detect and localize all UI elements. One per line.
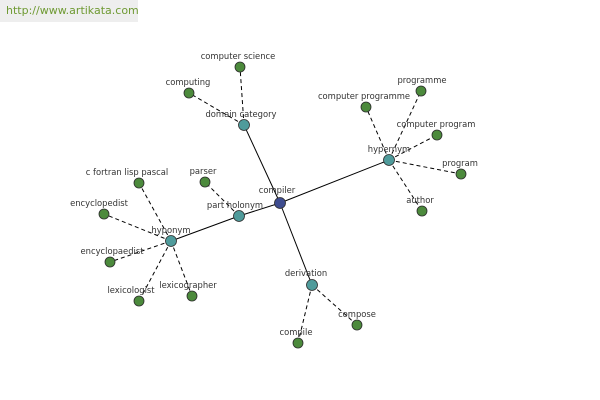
source-banner: http://www.artikata.com	[0, 0, 139, 22]
edge-compiler-to-part-holonym	[238, 202, 281, 217]
edge-derivation-to-compile	[297, 284, 313, 344]
label-hypernym[interactable]: hypernym	[368, 144, 410, 154]
edge-hypernym-to-computer-program	[388, 134, 438, 161]
label-computer-science[interactable]: computer science	[201, 51, 276, 61]
node-encyclopaedist[interactable]	[104, 256, 116, 268]
node-lexicologist[interactable]	[133, 295, 145, 307]
graph-edges	[103, 66, 462, 344]
label-compose[interactable]: compose	[338, 309, 376, 319]
label-compiler[interactable]: compiler	[259, 185, 296, 195]
node-parser[interactable]	[199, 176, 211, 188]
label-derivation[interactable]: derivation	[285, 268, 327, 278]
label-encyclopaedist[interactable]: encyclopaedist	[81, 246, 145, 256]
node-computing[interactable]	[183, 87, 195, 99]
edge-hypernym-to-programme	[388, 90, 422, 161]
node-hypernym[interactable]	[383, 154, 395, 166]
edge-hyponym-to-encyclopedist	[103, 213, 172, 242]
graph-nodes	[98, 61, 467, 349]
edge-compiler-to-derivation	[279, 202, 313, 286]
edge-part-holonym-to-parser	[204, 181, 240, 217]
node-hyponym[interactable]	[165, 235, 177, 247]
label-domain-category[interactable]: domain category	[205, 109, 276, 119]
label-compile[interactable]: compile	[279, 327, 312, 337]
node-domain-category[interactable]	[238, 119, 250, 131]
node-c-fortran[interactable]	[133, 177, 145, 189]
label-hyponym[interactable]: hyponym	[151, 225, 190, 235]
edge-derivation-to-compose	[311, 284, 358, 326]
edge-hypernym-to-author	[388, 159, 423, 212]
label-computer-programme[interactable]: computer programme	[318, 91, 410, 101]
label-part-holonym[interactable]: part holonym	[207, 200, 263, 210]
node-author[interactable]	[416, 205, 428, 217]
label-parser[interactable]: parser	[190, 166, 217, 176]
node-computer-program[interactable]	[431, 129, 443, 141]
node-program[interactable]	[455, 168, 467, 180]
label-computing[interactable]: computing	[166, 77, 211, 87]
edge-domain-category-to-computing	[188, 92, 245, 126]
edge-hyponym-to-encyclopaedist	[109, 240, 172, 263]
node-derivation[interactable]	[306, 279, 318, 291]
node-compile[interactable]	[292, 337, 304, 349]
graph-labels: compiler domain category hypernym part holo…	[70, 51, 478, 337]
label-program[interactable]: program	[442, 158, 478, 168]
edge-hypernym-to-program	[388, 159, 462, 175]
edge-part-holonym-to-hyponym	[170, 215, 240, 242]
edge-compiler-to-hypernym	[279, 159, 390, 204]
node-compiler[interactable]	[274, 197, 286, 209]
label-computer-program[interactable]: computer program	[397, 119, 476, 129]
node-lexicographer[interactable]	[186, 290, 198, 302]
node-computer-science[interactable]	[234, 61, 246, 73]
label-programme[interactable]: programme	[397, 75, 446, 85]
edge-compiler-to-domain-category	[243, 124, 281, 204]
node-encyclopedist[interactable]	[98, 208, 110, 220]
label-lexicographer[interactable]: lexicographer	[159, 280, 217, 290]
edge-hyponym-to-lexicographer	[170, 240, 193, 297]
edge-hyponym-to-lexicologist	[138, 240, 172, 302]
node-part-holonym[interactable]	[233, 210, 245, 222]
edge-domain-category-to-computer-science	[239, 66, 245, 126]
node-programme[interactable]	[415, 85, 427, 97]
label-encyclopedist[interactable]: encyclopedist	[70, 198, 129, 208]
node-compose[interactable]	[351, 319, 363, 331]
node-computer-programme[interactable]	[360, 101, 372, 113]
edge-hypernym-to-computer-programme	[365, 106, 390, 161]
label-c-fortran[interactable]: c fortran lisp pascal	[86, 167, 168, 177]
label-lexicologist[interactable]: lexicologist	[107, 285, 155, 295]
label-author[interactable]: author	[406, 195, 434, 205]
source-link[interactable]: http://www.artikata.com	[6, 4, 139, 17]
